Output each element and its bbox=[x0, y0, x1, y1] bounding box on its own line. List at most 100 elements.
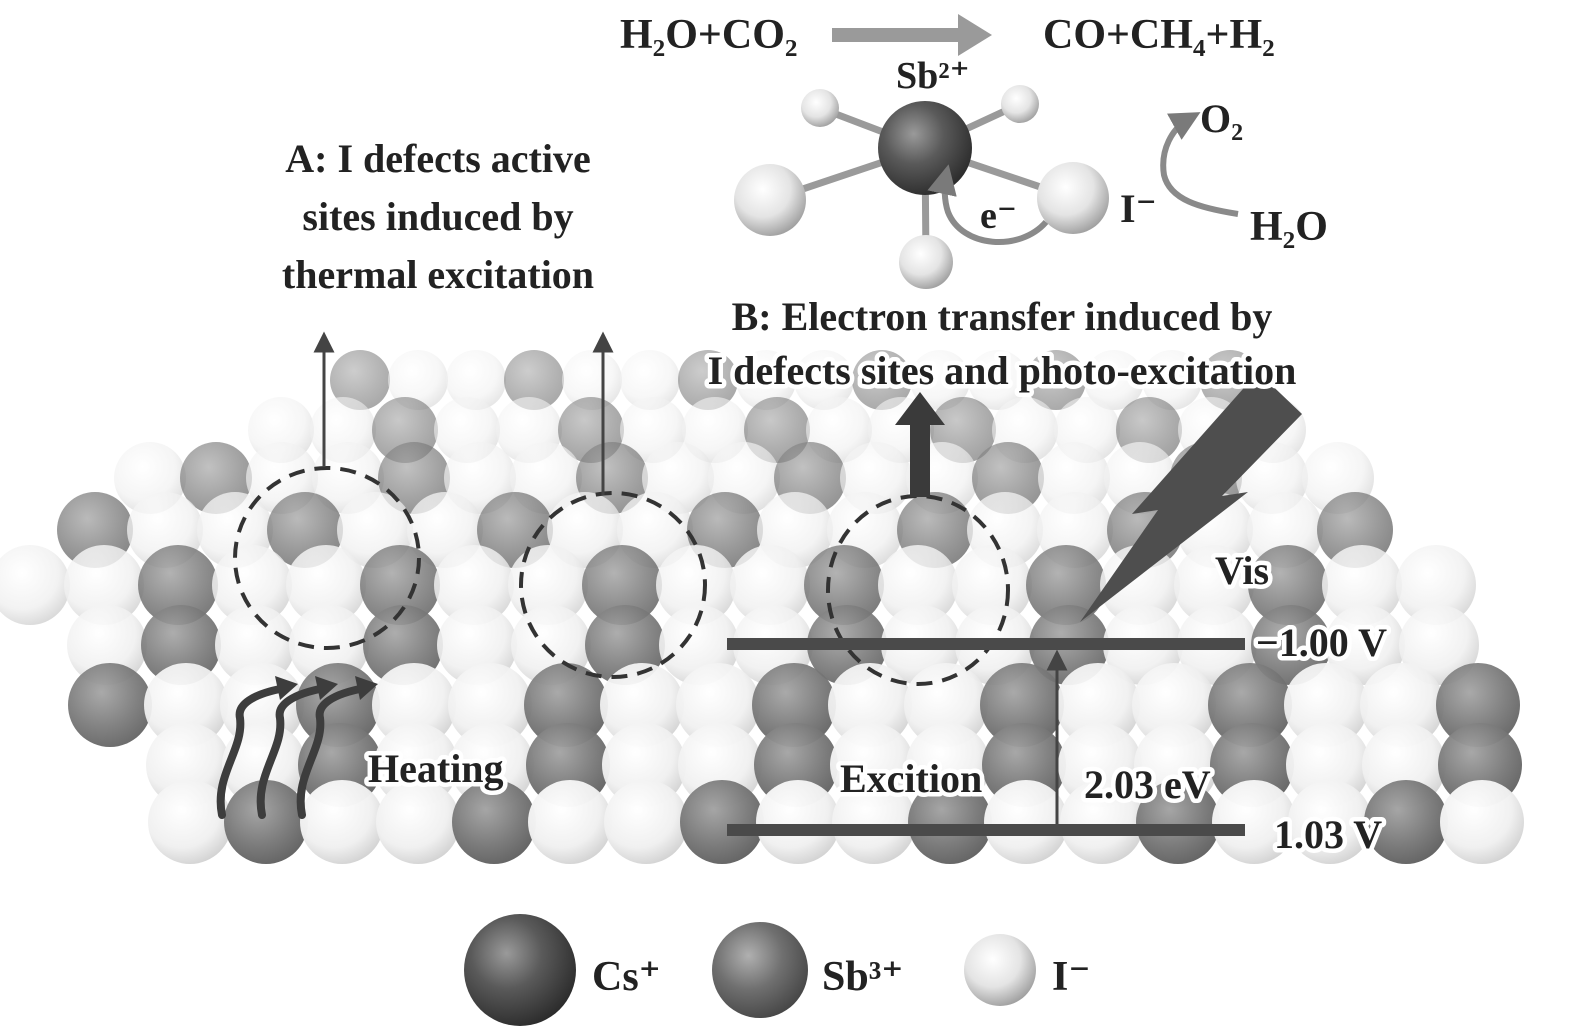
lattice-atom-light bbox=[0, 545, 70, 625]
products-label: CO+CH₄+H₂ bbox=[1043, 12, 1275, 58]
labels: H₂O+CO₂ CO+CH₄+H₂ Sb²⁺ e⁻ I⁻ O₂ H₂O A: I… bbox=[282, 12, 1392, 862]
lattice-atom-light bbox=[952, 545, 1032, 625]
valence-band-line bbox=[727, 824, 1245, 836]
heat-arrow-2 bbox=[256, 684, 329, 819]
lattice-atom-light bbox=[730, 545, 810, 625]
lattice-atom-light bbox=[212, 545, 292, 625]
o2-label: O₂ bbox=[1200, 96, 1243, 141]
heat-arrowhead-3 bbox=[355, 676, 378, 700]
visible-light-bolt-icon bbox=[1080, 372, 1302, 622]
lattice-atom-light bbox=[148, 780, 232, 864]
lattice-atom-light bbox=[968, 350, 1028, 410]
excitation-label: Excition bbox=[840, 756, 982, 801]
lattice-atom-light bbox=[528, 780, 612, 864]
lattice-atom-light bbox=[600, 663, 684, 747]
lattice-atom-light bbox=[604, 780, 688, 864]
heat-arrow-1 bbox=[216, 684, 289, 819]
lattice-atom-light bbox=[984, 780, 1068, 864]
lattice-atom-light bbox=[215, 605, 295, 685]
lattice-atom-light bbox=[1360, 663, 1444, 747]
iodide-atom-left bbox=[734, 164, 806, 236]
lattice-atom-light bbox=[620, 350, 680, 410]
lattice-atom-light bbox=[1399, 605, 1479, 685]
lattice-atom-dark bbox=[68, 663, 152, 747]
legend: Cs⁺ Sb³⁺ I⁻ bbox=[464, 914, 1091, 1026]
lattice-atom-dark bbox=[1251, 605, 1331, 685]
annotation-a-line3: thermal excitation bbox=[282, 252, 594, 297]
lattice-atom-dark bbox=[582, 545, 662, 625]
lattice-atom-light bbox=[1084, 350, 1144, 410]
thick-arrow-up-b bbox=[895, 392, 945, 497]
lattice-atom-dark bbox=[1364, 780, 1448, 864]
legend-i-icon bbox=[964, 934, 1036, 1006]
heat-arrowhead-2 bbox=[315, 676, 338, 700]
lattice-atom-light bbox=[832, 780, 916, 864]
lattice-atom-light bbox=[376, 780, 460, 864]
lattice-atom-light bbox=[828, 663, 912, 747]
lattice-atom-light bbox=[1440, 780, 1524, 864]
lattice-atom-light bbox=[736, 350, 796, 410]
lattice-atom-dark bbox=[141, 605, 221, 685]
lattice-atom-light bbox=[562, 350, 622, 410]
lattice-atom-dark bbox=[1026, 350, 1086, 410]
lattice-atom-light bbox=[286, 545, 366, 625]
lattice-atom-dark bbox=[1208, 663, 1292, 747]
lattice-atom-light bbox=[446, 350, 506, 410]
lattice-atom-light bbox=[1132, 663, 1216, 747]
lattice-atom-light bbox=[1056, 663, 1140, 747]
bandgap-label: 2.03 eV bbox=[1084, 762, 1211, 807]
lattice-atom-dark bbox=[452, 780, 536, 864]
lattice-atom-dark bbox=[1436, 663, 1520, 747]
lattice-atom-dark bbox=[852, 350, 912, 410]
lattice-atom-dark bbox=[908, 780, 992, 864]
lattice-atom-light bbox=[144, 663, 228, 747]
lattice-atom-light bbox=[1322, 545, 1402, 625]
vis-label: Vis bbox=[1215, 548, 1269, 593]
lattice-atom-light bbox=[1060, 780, 1144, 864]
reactants-label: H₂O+CO₂ bbox=[620, 12, 797, 58]
h2o-label: H₂O bbox=[1250, 204, 1328, 250]
lattice-atom-light bbox=[756, 780, 840, 864]
lattice-atom-dark bbox=[1248, 545, 1328, 625]
lattice-atom-dark bbox=[678, 350, 738, 410]
lattice-atom-dark bbox=[980, 663, 1064, 747]
heating-label: Heating bbox=[368, 746, 504, 791]
lattice-atom-light bbox=[910, 350, 970, 410]
lattice-atom-light bbox=[64, 545, 144, 625]
lattice-atom-light bbox=[1142, 350, 1202, 410]
lattice-atom-light bbox=[444, 442, 516, 514]
conduction-band-line bbox=[727, 638, 1245, 650]
lattice-atom-light bbox=[1325, 605, 1405, 685]
lattice-atom-light bbox=[676, 663, 760, 747]
iodide-atom-bottom bbox=[899, 235, 953, 289]
legend-cs-label: Cs⁺ bbox=[592, 954, 661, 1000]
lattice-atom-dark bbox=[752, 663, 836, 747]
lattice-atom-light bbox=[1174, 545, 1254, 625]
water-oxidation-arrow bbox=[1160, 112, 1239, 217]
sb-i-cluster bbox=[734, 85, 1239, 289]
lattice-atom-light bbox=[794, 350, 854, 410]
electron-label: e⁻ bbox=[980, 195, 1017, 237]
defect-circle-b bbox=[826, 494, 1010, 686]
heating-arrow-heads bbox=[275, 676, 378, 700]
annotation-a-line1: A: I defects active bbox=[285, 136, 590, 181]
lattice-atom-dark bbox=[504, 350, 564, 410]
annotation-b-line2: I defects sites and photo-excitation bbox=[708, 348, 1297, 393]
lattice-atom-light bbox=[372, 663, 456, 747]
legend-i-label: I⁻ bbox=[1052, 954, 1091, 1000]
lattice-atom-dark bbox=[1136, 780, 1220, 864]
lattice-atom-light bbox=[434, 545, 514, 625]
lattice-atom-light bbox=[878, 545, 958, 625]
lattice-atom-dark bbox=[1026, 545, 1106, 625]
energy-levels bbox=[727, 638, 1245, 836]
iodide-atom-upper-right bbox=[1001, 85, 1039, 123]
sb2-label: Sb²⁺ bbox=[896, 55, 970, 97]
vb-potential-label: 1.03 V bbox=[1274, 812, 1382, 857]
lattice-atom-light bbox=[1288, 780, 1372, 864]
lattice-atom-light bbox=[1212, 780, 1296, 864]
annotation-a-line2: sites induced by bbox=[302, 194, 573, 239]
defect-sites bbox=[233, 466, 1010, 686]
perovskite-lattice bbox=[0, 350, 1524, 864]
